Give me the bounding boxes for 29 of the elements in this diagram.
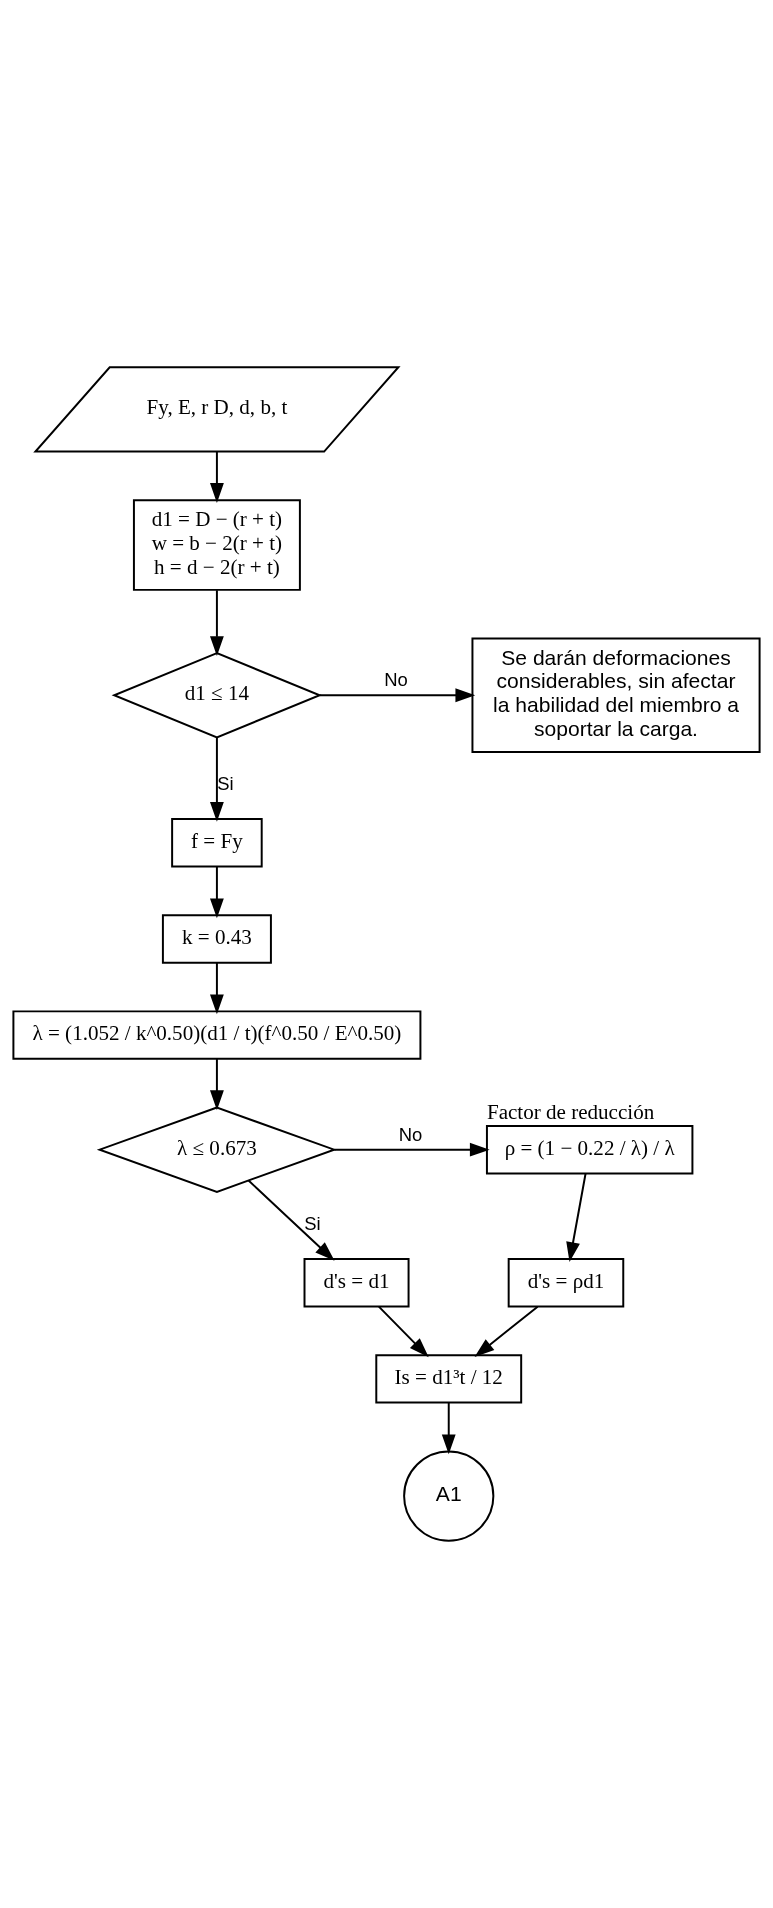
arrow (210, 736, 224, 822)
arrow (210, 589, 224, 656)
arrow (566, 1172, 587, 1262)
node-diamond: d1 ≤ 14 (111, 652, 323, 739)
node-box: d1 = D − (r + t) w = b − 2(r + t) h = d − 2(r + t) (132, 499, 301, 591)
arrow (210, 865, 224, 919)
arrow (210, 961, 224, 1015)
arrow (333, 1142, 490, 1157)
arrow (441, 1401, 456, 1455)
arrow (377, 1305, 429, 1358)
node-box: ρ = (1 − 0.22 / λ) / λ (485, 1125, 694, 1175)
arrow (210, 1058, 224, 1111)
node-box: Se darán deformaciones considerables, sin afectar la habilidad del miembro a soportar la carga. (471, 637, 761, 753)
arrow (247, 1179, 335, 1261)
edge-label: No (384, 669, 408, 691)
edge-label: Si (304, 1213, 321, 1235)
arrow (210, 450, 224, 503)
edge-label: No (398, 1123, 423, 1145)
node-label: Factor de reducción (486, 1100, 655, 1125)
node-box: d's = ρd1 (507, 1258, 625, 1308)
arrow (474, 1305, 539, 1357)
node-box: d's = d1 (303, 1258, 410, 1308)
node-circle: A1 (403, 1450, 495, 1542)
node-box: λ = (1.052 / k^0.50)(d1 / t)(f^0.50 / E^0.50) (12, 1010, 422, 1060)
node-box: k = 0.43 (161, 914, 272, 964)
arrow (318, 688, 476, 703)
node-box: f = Fy (171, 818, 263, 868)
edge-label: Si (217, 773, 234, 795)
node-box: Is = d1³t / 12 (375, 1354, 523, 1404)
